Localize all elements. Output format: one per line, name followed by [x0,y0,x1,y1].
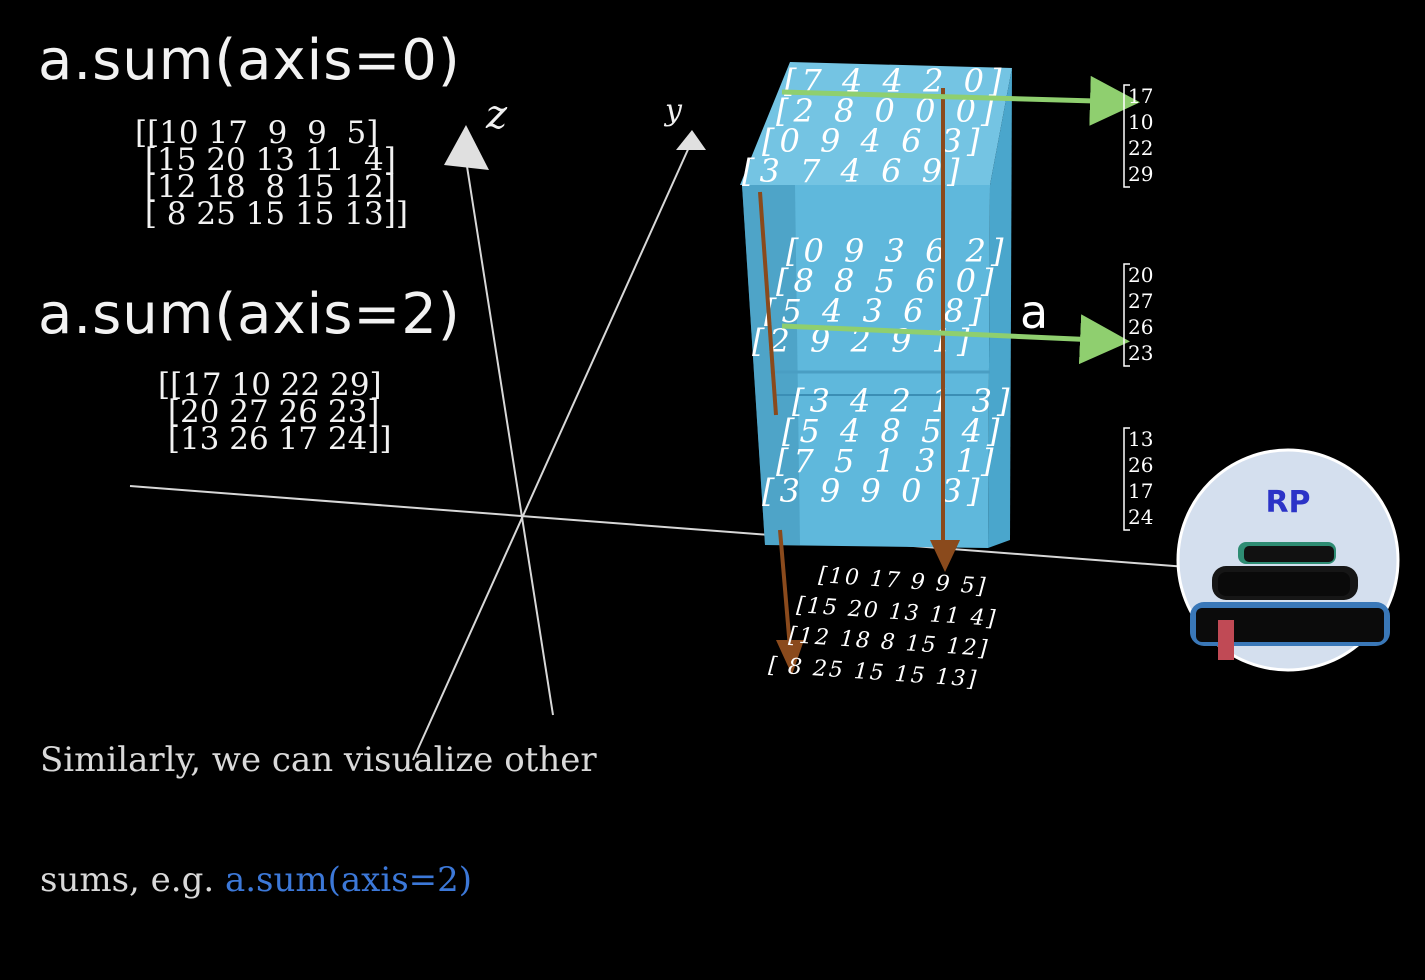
sum-value: 17 [1128,479,1153,503]
books-icon [1190,542,1390,660]
sum-value: 22 [1128,136,1153,160]
sum-arrow-axis0-back-head [930,540,960,572]
caption-prefix: sums, e.g. [40,860,225,900]
cube-front-face [742,185,990,548]
array-a-label: a [1020,285,1048,339]
cube-row: [3 7 4 6 9] [742,152,964,190]
sum-value: 20 [1128,263,1153,287]
sum-value: 27 [1128,289,1153,313]
axis0-sum-matrix: [10 17 9 9 5][15 20 13 11 4][12 18 8 15 … [768,563,998,693]
z-axis-line [465,159,554,716]
matrix-row: [ 8 25 15 15 13]] [135,196,408,232]
sum-value: 23 [1128,341,1153,365]
sum-arrow-axis2-top [781,75,1140,126]
animation-frame: z y [7 4 4 2 0][2 8 0 0 0][0 9 4 6 3][3 … [38,28,1400,900]
sum-value: 24 [1128,505,1153,529]
caption-code-highlight: a.sum(axis=2) [224,860,473,900]
sum-arrow-axis0-front-head [776,640,804,675]
matrix-row: [13 26 17 24]] [158,421,392,457]
logo-text: RP [1265,485,1310,520]
y-axis-line [412,144,691,761]
result-matrix-axis2: [[17 10 22 29] [20 27 26 23] [13 26 17 2… [158,367,392,457]
caption-line-1: Similarly, we can visualize other [40,740,597,780]
sum-arrow-axis0-front [758,191,778,416]
caption-line-2: sums, e.g. a.sum(axis=2) [40,860,597,900]
z-axis-arrowhead [444,125,489,170]
result-matrix-axis0: [[10 17 9 9 5] [15 20 13 11 4] [12 18 8 … [135,115,408,232]
cube-row: [8 8 5 6 0] [776,262,998,300]
sum-value: 26 [1128,453,1153,477]
sum-value: 26 [1128,315,1153,339]
x-axis-line [129,485,1201,569]
caption-text: Similarly, we can visualize other sums, … [40,660,597,980]
sum-value: 10 [1128,110,1153,134]
scene-3d: z y [7 4 4 2 0][2 8 0 0 0][0 9 4 6 3][3 … [129,62,1400,761]
y-axis-arrowhead [676,130,706,150]
matrix-row: [12 18 8 15 12] [135,169,396,205]
sum-arrow-axis0-front-tail [778,529,792,649]
sum-value: 17 [1128,84,1153,108]
sum-arrow-axis2-middle [781,314,1130,365]
sum-value: 29 [1128,162,1153,186]
coordinate-axes [129,144,1201,761]
y-axis-label: y [663,93,683,128]
z-axis-label: z [485,92,508,138]
cube-row: [3 9 9 0 3] [762,472,984,510]
sum-value: 13 [1128,427,1153,451]
vector-bracket-left [1123,427,1130,531]
cube-row: [0 9 3 6 2] [786,232,1008,270]
matrix-row: [20 27 26 23] [158,394,380,430]
cube-row: [7 5 1 3 1] [776,442,998,480]
matrix-row: [[10 17 9 9 5] [135,115,379,151]
matrix-row: [15 20 13 11 4] [135,142,396,178]
vector-bracket-left [1123,263,1130,367]
cube-row: [3 4 2 1 3] [792,382,1014,420]
channel-logo: RP [1176,448,1400,672]
heading-axis0: a.sum(axis=0) [38,28,461,93]
cube-right-face [988,68,1012,548]
cube-row: [5 4 3 6 8] [764,292,986,330]
heading-axis2: a.sum(axis=2) [38,282,461,347]
cube-values: [7 4 4 2 0][2 8 0 0 0][0 9 4 6 3][3 7 4 … [742,62,1014,510]
matrix-row: [[17 10 22 29] [158,367,382,403]
vector-bracket-left [1123,84,1130,188]
sum-row: [10 17 9 9 5] [818,563,988,600]
cube-row: [5 4 8 5 4] [782,412,1004,450]
